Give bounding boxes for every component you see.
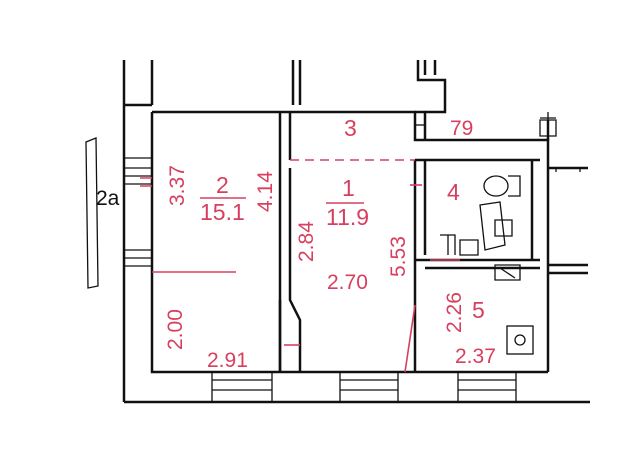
room-4-number: 4 bbox=[447, 179, 460, 205]
dim-room2-width: 2.91 bbox=[207, 349, 248, 372]
dim-room2-width-top: 3.37 bbox=[166, 165, 189, 206]
windows bbox=[211, 119, 557, 403]
room-1-number: 1 bbox=[342, 175, 355, 201]
interior-walls bbox=[278, 112, 540, 372]
dim-room1-depth: 5.53 bbox=[387, 236, 410, 277]
fixtures bbox=[440, 175, 534, 355]
annotations bbox=[140, 159, 460, 373]
balcony-label: 2a bbox=[96, 187, 120, 210]
room-2-number: 2 bbox=[216, 172, 229, 198]
dim-room1-width: 2.70 bbox=[327, 271, 368, 294]
corridor-label: 79 bbox=[450, 117, 473, 140]
dim-room1-left: 2.84 bbox=[295, 221, 318, 262]
upper-walls bbox=[122, 60, 447, 107]
dim-room2-depth: 4.14 bbox=[254, 171, 277, 212]
room-5-number: 5 bbox=[472, 297, 485, 323]
outer-walls bbox=[122, 105, 590, 404]
dim-room2-lower-height: 2.00 bbox=[164, 309, 187, 350]
dim-room5-height: 2.26 bbox=[443, 292, 466, 333]
room-2-area: 15.1 bbox=[200, 199, 245, 225]
room-1-area: 11.9 bbox=[326, 204, 369, 230]
room-3-number: 3 bbox=[344, 115, 357, 141]
dim-room5-width: 2.37 bbox=[455, 345, 496, 368]
balcony bbox=[85, 137, 152, 289]
